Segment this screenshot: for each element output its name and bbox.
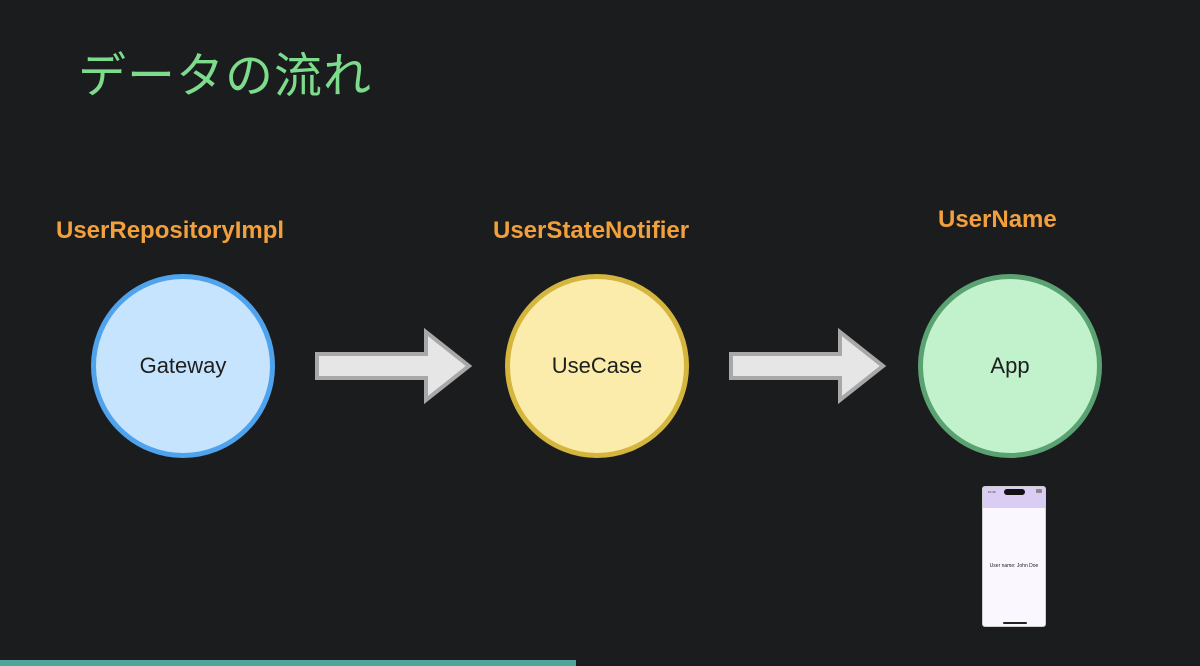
phone-user-name-text: User name: John Doe xyxy=(989,563,1039,569)
node-label-app: UserName xyxy=(938,206,1057,233)
dynamic-island xyxy=(1004,489,1025,495)
gateway-node: Gateway xyxy=(91,274,275,458)
node-label-gateway: UserRepositoryImpl xyxy=(56,217,285,244)
usecase-node: UseCase xyxy=(505,274,689,458)
app-node-text: App xyxy=(990,353,1030,378)
battery-icon xyxy=(1036,489,1042,493)
app-node: App xyxy=(918,274,1102,458)
page-title: データの流れ xyxy=(78,48,373,104)
gateway-node-text: Gateway xyxy=(139,353,227,378)
usecase-node-text: UseCase xyxy=(551,353,643,378)
node-label-usecase: UserStateNotifier xyxy=(493,217,690,244)
phone-app-bar: 10:36 xyxy=(983,487,1045,508)
home-indicator xyxy=(1003,622,1027,624)
flow-arrow-2 xyxy=(729,328,887,404)
phone-time: 10:36 xyxy=(988,490,996,494)
slide-progress-track xyxy=(0,660,1200,666)
phone-screenshot: 10:36 User name: John Doe xyxy=(982,486,1046,627)
flow-arrow-1 xyxy=(315,328,473,404)
slide-progress-fill xyxy=(0,660,576,666)
